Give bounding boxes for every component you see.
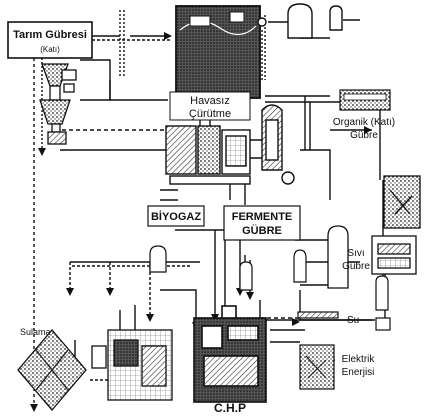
right-separator-unit — [372, 176, 420, 274]
elektrik-enerjisi-unit: Elektrik Enerjisi — [300, 345, 375, 389]
fermente-line2-label: GÜBRE — [242, 224, 282, 237]
bottom-left-units — [18, 330, 172, 410]
organik-line2-label: Gübre — [350, 130, 378, 141]
sivi-line1-label: Sıvı — [347, 248, 364, 259]
havasiz-label-box: Havasız Çürütme — [170, 92, 250, 120]
elektrik-line1-label: Elektrik — [342, 354, 376, 365]
organik-gubre-unit: Organik (Katı) Gübre — [333, 90, 395, 141]
fermente-line1-label: FERMENTE — [232, 211, 293, 223]
havasiz-line1-label: Havasız — [190, 95, 230, 107]
sulama-label: Sulama — [20, 327, 51, 337]
tarim-gubresi-box: Tarım Gübresi (Katı) — [8, 22, 92, 58]
chp-unit — [194, 306, 266, 402]
su-label: Su — [347, 315, 359, 326]
havasiz-line2-label: Çürütme — [189, 108, 231, 120]
feed-hopper — [40, 64, 76, 144]
tarim-gubresi-sub-label: (Katı) — [40, 45, 60, 54]
biyogaz-box: BİYOGAZ — [148, 206, 204, 226]
anaerobic-digester-tank — [176, 6, 260, 98]
sivi-gubre-unit: Sıvı Gübre — [328, 226, 370, 288]
elektrik-line2-label: Enerjisi — [342, 367, 375, 378]
organik-line1-label: Organik (Katı) — [333, 117, 395, 128]
biyogaz-label: BİYOGAZ — [151, 210, 201, 223]
gas-holder — [258, 4, 342, 38]
tarim-gubresi-label: Tarım Gübresi — [13, 29, 87, 41]
sivi-line2-label: Gübre — [342, 261, 370, 272]
chp-label: C.H.P — [214, 401, 246, 415]
fermente-gubre-box: FERMENTE GÜBRE — [224, 206, 300, 240]
